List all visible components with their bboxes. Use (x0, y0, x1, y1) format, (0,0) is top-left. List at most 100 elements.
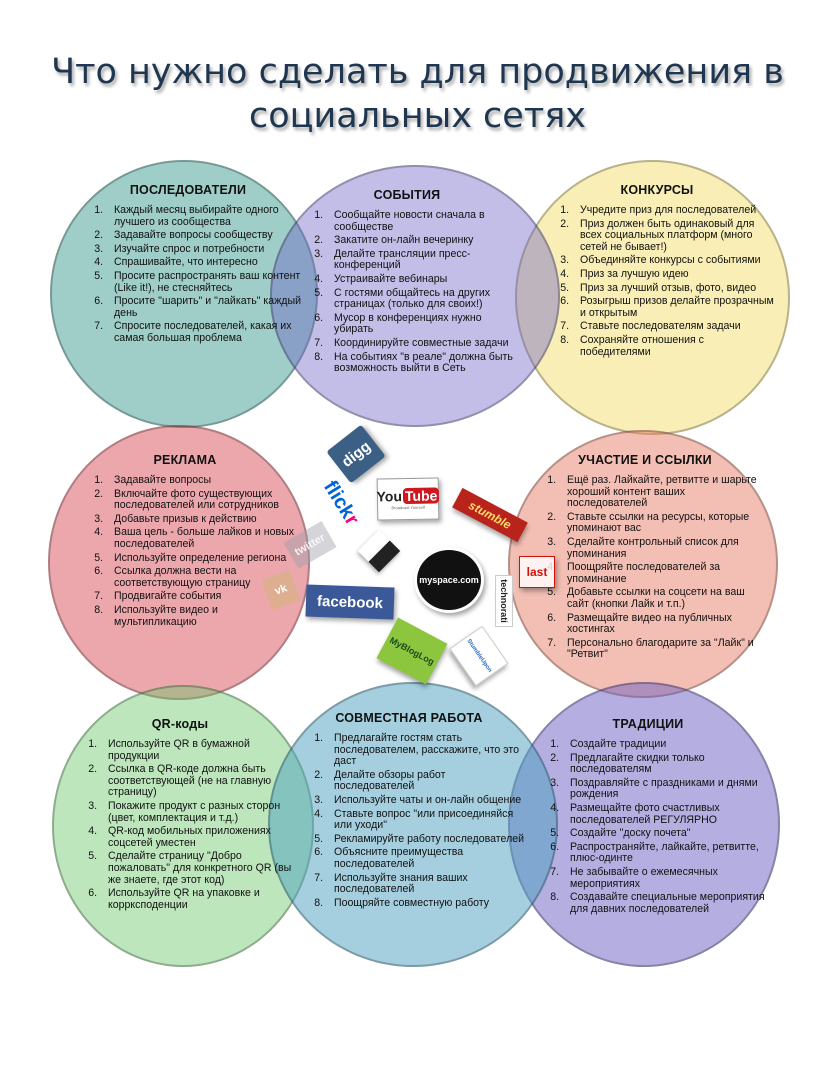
facebook-logo: facebook (305, 584, 395, 620)
panel-participation: УЧАСТИЕ И ССЫЛКИ Ещё раз. Лайкайте, ретв… (525, 453, 765, 663)
list-item: Задавайте вопросы (106, 474, 298, 487)
list-item: Ещё раз. Лайкайте, ретвитте и шарьте хор… (559, 474, 765, 510)
mybloglog-logo: MyBlogLog (376, 617, 448, 685)
list-item: Устраивайте вебинары (326, 273, 522, 286)
list-item: Учредите приз для последователей (572, 204, 776, 217)
list-item: Мусор в конференциях нужно убирать (326, 312, 522, 336)
list-item: Создайте традиции (562, 738, 768, 751)
list-item: Создайте "доску почета" (562, 828, 768, 840)
youtube-logo-text-b: Tube (402, 487, 440, 505)
list-item: Добавьте призыв к действию (106, 513, 298, 526)
list-item: Используйте QR в бумажной продукции (100, 738, 294, 762)
stumble-logo-text: stumble (466, 498, 514, 532)
list-item: Ссылка в QR-коде должна быть соответству… (100, 763, 294, 799)
list-item: Поощряйте совместную работу (326, 897, 526, 910)
list-item: Сообщайте новости сначала в сообществе (326, 209, 522, 233)
followers-list: Каждый месяц выбирайте одного лучшего из… (72, 204, 304, 345)
stumbleupon-logo: StumbleUpon (449, 625, 509, 687)
technorati-logo: technorati (495, 575, 513, 627)
list-item: Закатите он-лайн вечеринку (326, 235, 522, 247)
list-item: Не забывайте о ежемесячных мероприятиях (562, 866, 768, 890)
panel-qr: QR-коды Используйте QR в бумажной продук… (66, 717, 294, 913)
collab-list: Предлагайте гостям стать последователем,… (292, 732, 526, 910)
circle-events (270, 165, 560, 427)
panel-ads: РЕКЛАМА Задавайте вопросы Включайте фото… (72, 453, 298, 630)
participation-list: Ещё раз. Лайкайте, ретвитте и шарьте хор… (525, 474, 765, 661)
list-item: Спрашивайте, что интересно (106, 257, 304, 269)
list-item: Ставьте последователям задачи (572, 321, 776, 333)
list-item: Приз за лучший отзыв, фото, видео (572, 282, 776, 295)
list-item: Задавайте вопросы сообществу (106, 230, 304, 242)
list-item: Распространяйте, лайкайте, ретвитте, плю… (562, 841, 768, 865)
list-item: Используйте определение региона (106, 552, 298, 565)
list-item: Создавайте специальные мероприятия для д… (562, 891, 768, 915)
lastfm-logo: last (519, 556, 555, 588)
list-item: QR-код мобильных приложениях соцсетей ум… (100, 825, 294, 849)
myspace-logo: myspace.com (414, 547, 484, 613)
list-item: Просите "шарить" и "лайкать" каждый день (106, 295, 304, 319)
circle-ads (48, 425, 310, 700)
list-item: Делайте обзоры работ последователей (326, 769, 526, 793)
list-item: Персонально благодарите за "Лайк" и "Рет… (559, 637, 765, 661)
list-item: Координируйте совместные задачи (326, 337, 522, 350)
events-list: Сообщайте новости сначала в сообществе З… (292, 209, 522, 375)
list-item: Розыгрыш призов делайте прозрачным и отк… (572, 295, 776, 319)
list-item: Поздравляйте с праздниками и днями рожде… (562, 777, 768, 801)
list-item: Сделайте контрольный список для упоминан… (559, 536, 765, 560)
circle-contests (515, 160, 790, 435)
qr-list: Используйте QR в бумажной продукции Ссыл… (66, 738, 294, 911)
list-item: Объясните преимущества последователей (326, 846, 526, 870)
panel-traditions: ТРАДИЦИИ Создайте традиции Предлагайте с… (528, 717, 768, 917)
list-item: Размещайте видео на публичных хостингах (559, 612, 765, 636)
delicious-logo: delicious (357, 529, 401, 573)
list-item: Покажите продукт с разных сторон (цвет, … (100, 800, 294, 824)
myspace-logo-text: myspace.com (419, 575, 479, 585)
list-item: Ставьте ссылки на ресурсы, которые упоми… (559, 511, 765, 535)
list-item: С гостями общайтесь на других страницах … (326, 287, 522, 311)
list-item: Изучайте спрос и потребности (106, 243, 304, 256)
list-item: Поощряйте последователей за упоминание (559, 561, 765, 585)
participation-heading: УЧАСТИЕ И ССЫЛКИ (578, 453, 712, 467)
list-item: Объединяйте конкурсы с событиями (572, 255, 776, 267)
panel-events: СОБЫТИЯ Сообщайте новости сначала в сооб… (292, 188, 522, 377)
traditions-list: Создайте традиции Предлагайте скидки тол… (528, 738, 768, 915)
youtube-logo-text-a: You (376, 488, 403, 505)
list-item: Рекламируйте работу последователей (326, 833, 526, 846)
list-item: Продвигайте события (106, 591, 298, 603)
qr-heading: QR-коды (151, 717, 209, 731)
list-item: Ваша цель - больше лайков и новых послед… (106, 527, 298, 550)
list-item: Каждый месяц выбирайте одного лучшего из… (106, 204, 304, 228)
list-item: Используйте чаты и он-лайн общение (326, 794, 526, 807)
followers-heading: ПОСЛЕДОВАТЕЛИ (129, 183, 247, 197)
list-item: Предлагайте гостям стать последователем,… (326, 732, 526, 768)
panel-followers: ПОСЛЕДОВАТЕЛИ Каждый месяц выбирайте одн… (72, 183, 304, 347)
lastfm-logo-text: last (526, 565, 548, 579)
panel-collab: СОВМЕСТНАЯ РАБОТА Предлагайте гостям ста… (292, 711, 526, 911)
technorati-logo-text: technorati (499, 579, 509, 623)
contests-heading: КОНКУРСЫ (620, 183, 694, 197)
ads-heading: РЕКЛАМА (153, 453, 217, 467)
list-item: Предлагайте скидки только последователям (562, 752, 768, 776)
twitter-logo-text: twitter (292, 531, 328, 559)
list-item: Сделайте страницу "Добро пожаловать" для… (100, 851, 294, 886)
digg-logo-text: digg (338, 437, 374, 471)
contests-list: Учредите приз для последователей Приз до… (538, 204, 776, 358)
collab-heading: СОВМЕСТНАЯ РАБОТА (335, 711, 483, 725)
list-item: Сохраняйте отношения с победителями (572, 334, 776, 358)
vk-logo-text: vk (273, 582, 289, 598)
list-item: Приз за лучшую идею (572, 268, 776, 281)
list-item: Ссылка должна вести на соответствующую с… (106, 565, 298, 589)
list-item: Просите распространять ваш контент (Like… (106, 270, 304, 294)
list-item: Используйте видео и мультипликацию (106, 604, 298, 628)
list-item: Спросите последователей, какая их самая … (106, 320, 304, 344)
events-heading: СОБЫТИЯ (373, 188, 441, 202)
facebook-logo-text: facebook (316, 592, 384, 612)
ads-list: Задавайте вопросы Включайте фото существ… (72, 474, 298, 628)
list-item: Ставьте вопрос "или присоединяйся или ух… (326, 808, 526, 832)
list-item: На событиях "в реале" должна быть возмож… (326, 351, 522, 375)
traditions-heading: ТРАДИЦИИ (612, 717, 684, 731)
list-item: Размещайте фото счастливых последователе… (562, 802, 768, 826)
circle-collab (268, 682, 558, 967)
list-item: Добавьте ссылки на соцсети на ваш сайт (… (559, 586, 765, 610)
